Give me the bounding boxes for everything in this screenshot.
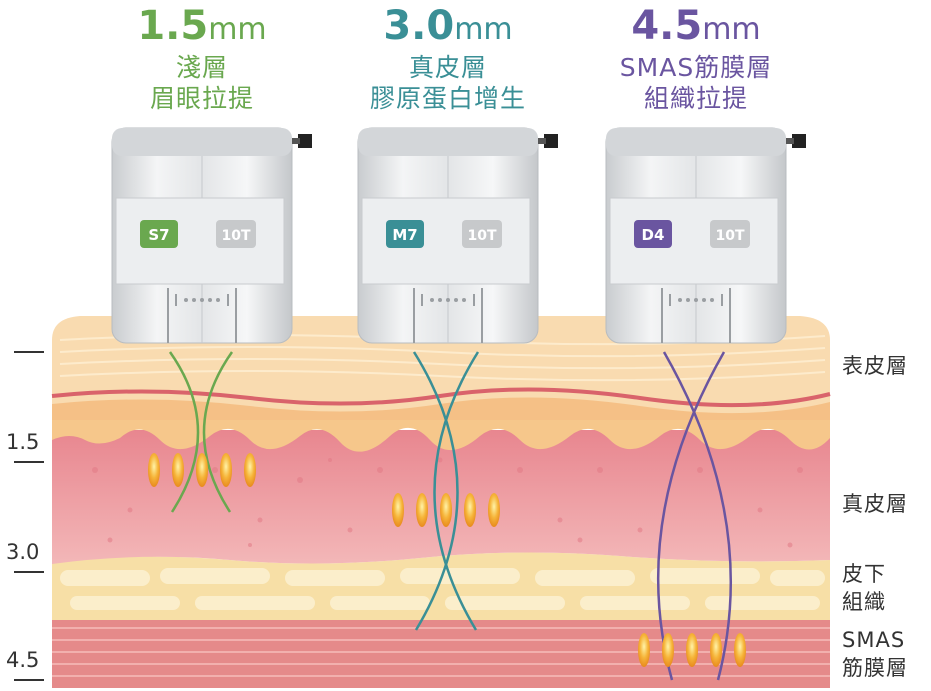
label-smas-1: SMAS [842, 628, 906, 652]
tt-badge [710, 220, 750, 248]
probe-2-title: 3.0mm 真皮層 膠原蛋白增生 [338, 4, 558, 114]
connector [792, 134, 806, 148]
smas-stripes [52, 627, 830, 677]
probe-badge [386, 220, 424, 248]
label-smas-2: 筋膜層 [842, 656, 908, 680]
basal-line [51, 387, 831, 408]
probe-3-title: 4.5mm SMAS筋膜層 組織拉提 [586, 4, 806, 114]
fat-cells [60, 568, 825, 610]
probe-1-title: 1.5mm 淺層 眉眼拉提 [92, 4, 312, 114]
connector [298, 134, 312, 148]
label-epidermis: 表皮層 [842, 354, 908, 378]
title-line-1: SMAS筋膜層 [619, 53, 773, 82]
depth-value: 3.0mm [383, 3, 513, 49]
title-line-2: 組織拉提 [643, 84, 748, 113]
energy-dots [148, 453, 746, 667]
depth-scale [14, 351, 44, 681]
probe-3: D4 10T [605, 127, 806, 344]
depth-value: 1.5mm [137, 3, 267, 49]
probe-tt: 10T [221, 228, 250, 244]
probe-tt: 10T [467, 228, 496, 244]
probe-code: S7 [148, 226, 169, 244]
title-line-2: 膠原蛋白增生 [369, 84, 526, 113]
probe-code: M7 [392, 226, 417, 244]
probe-badge [634, 220, 672, 248]
title-line-1: 淺層 [175, 53, 228, 82]
label-subcutaneous-2: 組織 [842, 590, 886, 614]
probe-2: M7 10T [357, 127, 558, 344]
connector [544, 134, 558, 148]
scale-label-1-5: 1.5 [6, 430, 40, 454]
dermis-dots [92, 457, 803, 548]
probe-code: D4 [642, 226, 665, 244]
title-line-2: 眉眼拉提 [149, 84, 254, 113]
probe-1: S7 10T [111, 127, 312, 344]
probe-tt: 10T [715, 228, 744, 244]
tt-badge [462, 220, 502, 248]
scale-label-4-5: 4.5 [6, 648, 40, 672]
title-line-1: 真皮層 [408, 53, 487, 82]
focus-lines [168, 351, 733, 681]
label-subcutaneous-1: 皮下 [842, 562, 886, 586]
tt-badge [216, 220, 256, 248]
depth-value: 4.5mm [631, 3, 761, 49]
probe-badge [140, 220, 178, 248]
scale-label-3-0: 3.0 [6, 540, 40, 564]
label-dermis: 真皮層 [842, 492, 908, 516]
